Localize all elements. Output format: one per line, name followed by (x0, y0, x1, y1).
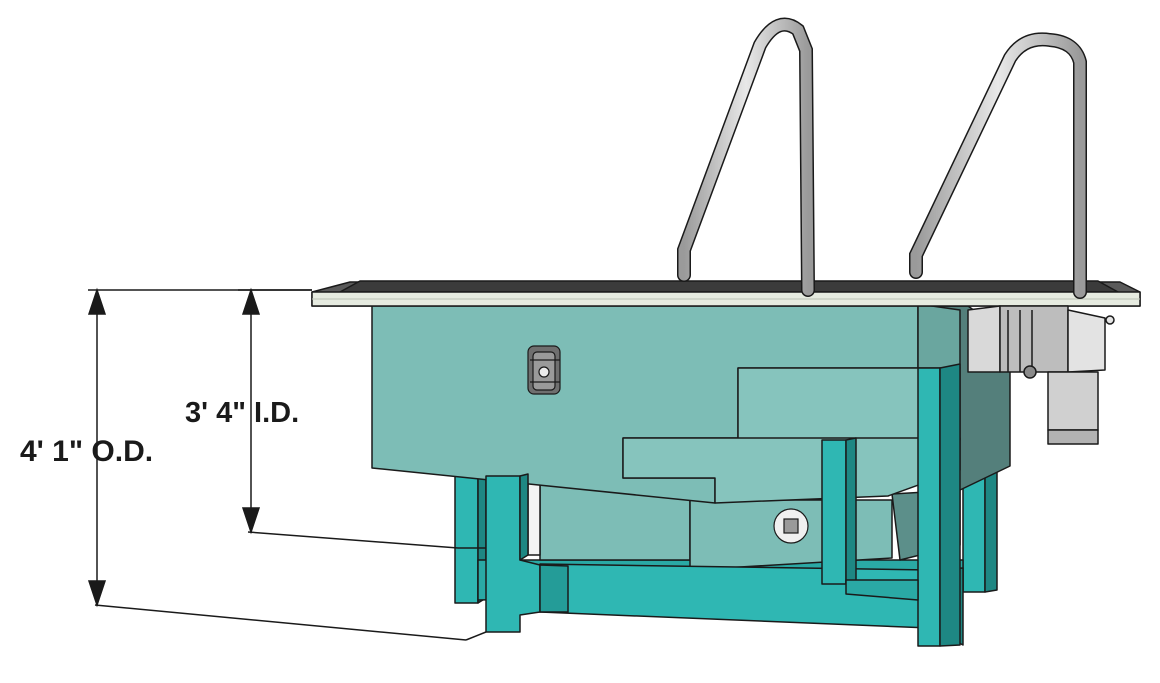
handrail-right (909, 32, 1087, 299)
outer-diameter-label: 4' 1" O.D. (20, 435, 154, 468)
dimension-lines (87, 287, 487, 641)
skimmer-unit (967, 305, 1115, 445)
valve-knob (527, 345, 561, 395)
handrail-left (677, 17, 815, 297)
deck (311, 280, 1141, 307)
base-frame-front (485, 363, 964, 647)
drain-fitting (773, 508, 809, 544)
inner-diameter-label: 3' 4" I.D. (185, 397, 300, 429)
